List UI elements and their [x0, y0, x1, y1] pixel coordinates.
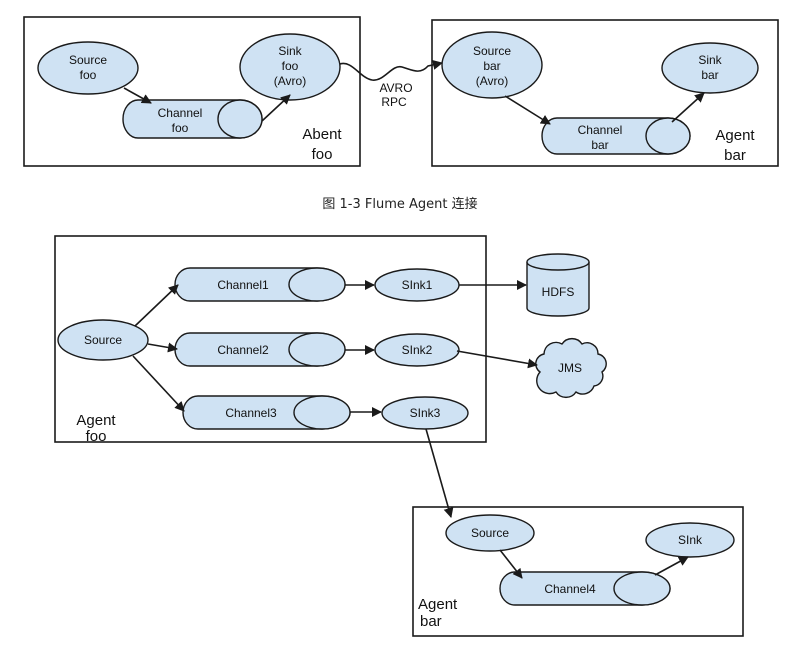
top-channel-bar-label-1: Channel: [578, 123, 623, 137]
top-channel-bar-label-2: bar: [591, 138, 608, 152]
top-source-foo-label-1: Source: [69, 53, 107, 67]
channel3-label: Channel3: [225, 406, 277, 420]
channel1-label: Channel1: [217, 278, 269, 292]
hdfs-label: HDFS: [542, 285, 575, 299]
bottom-source-node: [57, 319, 149, 361]
top-sink-foo-label-1: Sink: [278, 44, 302, 58]
edge-source-to-channel3: [132, 355, 185, 412]
channel2-label: Channel2: [217, 343, 269, 357]
bottom-agent-bar-label-2: bar: [420, 613, 442, 630]
sink3-label: SInk3: [410, 406, 441, 420]
top-source-foo-node: [37, 41, 139, 95]
bottom-agent-foo-label-2: foo: [86, 428, 107, 445]
top-edge-avro-rpc: [339, 59, 443, 81]
top-agent-foo-label-1: Abent: [302, 126, 342, 143]
bottom-agent-bar-label-1: Agent: [418, 596, 458, 613]
top-agent-foo-box: [23, 16, 361, 167]
top-sink-foo-label-3: (Avro): [274, 74, 306, 88]
top-source-bar-node: [441, 31, 543, 99]
hdfs-cylinder-body: [526, 262, 590, 317]
edge-source-to-channel2: [147, 342, 178, 353]
channel4-cap: [613, 571, 671, 606]
bottom-agent-bar-box: [412, 506, 744, 637]
top-agent-bar-label-2: bar: [724, 147, 746, 164]
top-channel-foo-cap: [217, 99, 263, 139]
channel3-cap: [293, 395, 351, 430]
hdfs-cylinder-top: [526, 253, 590, 271]
channel2-cap: [288, 332, 346, 367]
bottom-agent-foo-label-1: Agent: [76, 412, 116, 429]
top-edge-source-bar-to-channel: [504, 95, 551, 125]
top-channel-foo-label-1: Channel: [158, 106, 203, 120]
edge-channel4-to-bar-sink: [654, 556, 689, 576]
top-agent-foo-label-2: foo: [312, 146, 333, 163]
top-sink-bar-label-1: Sink: [698, 53, 722, 67]
top-source-foo-label-2: foo: [80, 68, 97, 82]
bottom-agent-foo-box: [54, 235, 487, 443]
rpc-label-2: RPC: [381, 95, 407, 109]
sink2-node: [374, 333, 460, 367]
edge-bar-source-to-channel4: [499, 549, 523, 579]
edge-source-to-channel1: [134, 284, 179, 327]
channel4-label: Channel4: [544, 582, 596, 596]
bottom-bar-sink-label: SInk: [678, 533, 703, 547]
bottom-diagram: Source Channel1 Channel2 Channel3 SInk1 …: [54, 235, 744, 637]
top-source-bar-label-1: Source: [473, 44, 511, 58]
bottom-bar-source-label: Source: [471, 526, 509, 540]
top-sink-foo-label-2: foo: [282, 59, 299, 73]
channel1-cap: [288, 267, 346, 302]
figure-caption: 图 1-3 Flume Agent 连接: [322, 196, 477, 212]
rpc-label-1: AVRO: [379, 81, 412, 95]
bottom-bar-sink-node: [645, 522, 735, 558]
top-sink-bar-node: [661, 42, 759, 94]
top-agent-bar-label-1: Agent: [715, 127, 755, 144]
edge-sink3-to-agent-bar-source: [425, 428, 454, 518]
sink2-label: SInk2: [402, 343, 433, 357]
top-channel-foo-label-2: foo: [172, 121, 189, 135]
sink1-label: SInk1: [402, 278, 433, 292]
top-channel-bar-cap: [645, 117, 691, 155]
top-sink-bar-label-2: bar: [701, 68, 718, 82]
top-source-bar-label-2: bar: [483, 59, 500, 73]
top-edge-channel-to-sink: [261, 94, 291, 122]
edge-sink2-to-jms: [456, 350, 538, 369]
top-diagram: Source foo Channel foo Sink foo (Avro) A…: [23, 16, 779, 167]
top-edge-channel-bar-to-sink: [671, 92, 705, 123]
sink3-node: [381, 396, 469, 430]
jms-cloud: [535, 338, 607, 398]
top-edge-source-to-channel: [123, 87, 152, 104]
top-agent-bar-box: [431, 19, 779, 167]
top-source-bar-label-3: (Avro): [476, 74, 508, 88]
bottom-bar-source-node: [445, 514, 535, 552]
bottom-source-label: Source: [84, 333, 122, 347]
jms-label: JMS: [558, 361, 582, 375]
